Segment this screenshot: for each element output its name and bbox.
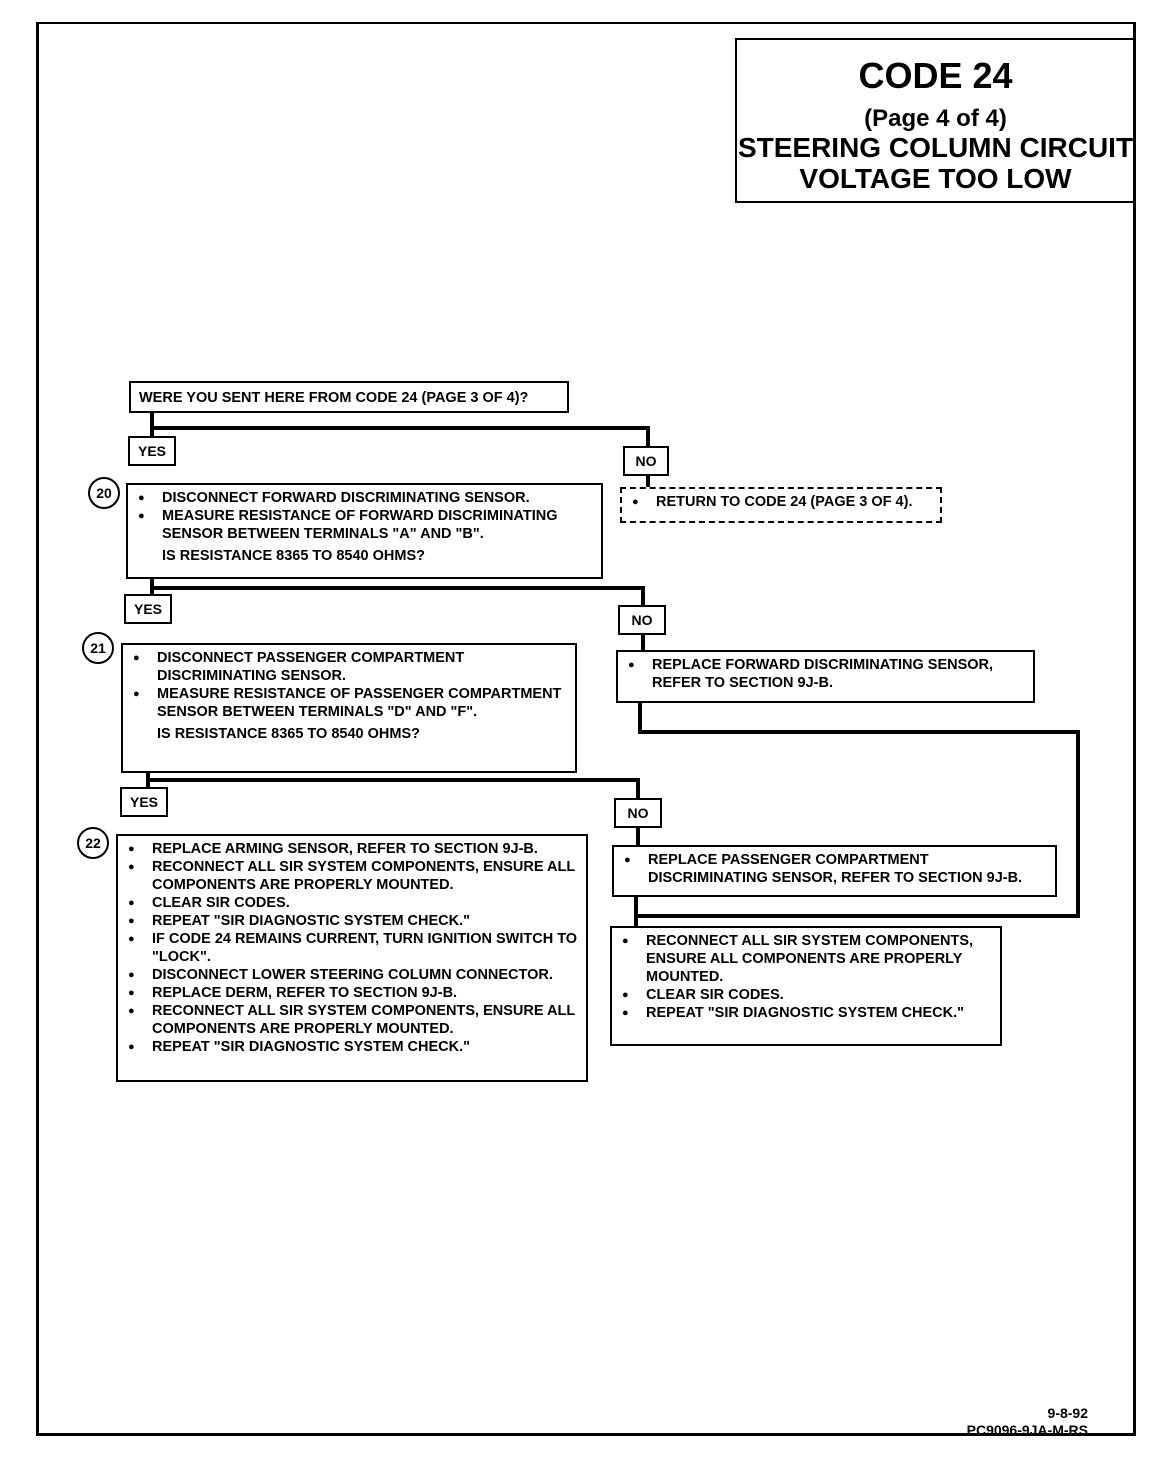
step-20-item: MEASURE RESISTANCE OF FORWARD DISCRIMINA… [138,507,595,543]
return-box: RETURN TO CODE 24 (PAGE 3 OF 4). [620,487,942,523]
footer: 9-8-92 PC9096-9JA-M-RS [967,1405,1088,1439]
footer-doc-id: PC9096-9JA-M-RS [966,1422,1088,1438]
entry-question-text: WERE YOU SENT HERE FROM CODE 24 (PAGE 3 … [139,390,529,406]
replace-forward-box: REPLACE FORWARD DISCRIMINATING SENSOR, R… [616,650,1035,703]
step-number-22: 22 [77,827,109,859]
step-20-item: DISCONNECT FORWARD DISCRIMINATING SENSOR… [138,489,595,507]
connector-question-no [150,412,650,446]
step-number-21: 21 [82,632,114,664]
step-22-item: REPLACE ARMING SENSOR, REFER TO SECTION … [128,840,580,858]
step-number-20: 20 [88,477,120,509]
page-frame [36,22,1136,1436]
replace-passenger-box: REPLACE PASSENGER COMPARTMENT DISCRIMINA… [612,845,1057,897]
replace-forward-item: REPLACE FORWARD DISCRIMINATING SENSOR, R… [628,656,1027,692]
yes-label-3: YES [120,787,168,817]
step-22-item: RECONNECT ALL SIR SYSTEM COMPONENTS, ENS… [128,1002,580,1038]
final-item: RECONNECT ALL SIR SYSTEM COMPONENTS, ENS… [622,932,994,986]
step-22-box: REPLACE ARMING SENSOR, REFER TO SECTION … [116,834,588,1082]
no-label-3: NO [614,798,662,828]
step-21-item: DISCONNECT PASSENGER COMPARTMENT DISCRIM… [133,649,569,685]
step-20-question: IS RESISTANCE 8365 TO 8540 OHMS? [162,548,425,564]
footer-date: 9-8-92 [1047,1405,1088,1421]
final-steps-box: RECONNECT ALL SIR SYSTEM COMPONENTS, ENS… [610,926,1002,1046]
code-title: CODE 24 [858,55,1013,96]
step-21-item: MEASURE RESISTANCE OF PASSENGER COMPARTM… [133,685,569,721]
step-22-item: RECONNECT ALL SIR SYSTEM COMPONENTS, ENS… [128,858,580,894]
title-block: CODE 24 (Page 4 of 4) STEERING COLUMN CI… [735,38,1136,203]
final-item: CLEAR SIR CODES. [622,986,994,1004]
step-22-item: DISCONNECT LOWER STEERING COLUMN CONNECT… [128,966,580,984]
title-line-2: VOLTAGE TOO LOW [799,163,1072,194]
no-label-1: NO [623,446,669,476]
step-22-item: IF CODE 24 REMAINS CURRENT, TURN IGNITIO… [128,930,580,966]
step-20-box: DISCONNECT FORWARD DISCRIMINATING SENSOR… [126,483,603,579]
yes-label-2: YES [124,594,172,624]
step-22-item: CLEAR SIR CODES. [128,894,580,912]
step-22-item: REPEAT "SIR DIAGNOSTIC SYSTEM CHECK." [128,912,580,930]
entry-question-box: WERE YOU SENT HERE FROM CODE 24 (PAGE 3 … [129,381,569,413]
return-item: RETURN TO CODE 24 (PAGE 3 OF 4). [632,493,934,511]
step-21-question: IS RESISTANCE 8365 TO 8540 OHMS? [157,726,420,742]
page-indicator: (Page 4 of 4) [864,105,1007,132]
no-label-2: NO [618,605,666,635]
title-line-1: STEERING COLUMN CIRCUIT [737,132,1134,163]
final-item: REPEAT "SIR DIAGNOSTIC SYSTEM CHECK." [622,1004,994,1022]
connector-20-no [150,570,645,605]
step-21-box: DISCONNECT PASSENGER COMPARTMENT DISCRIM… [121,643,577,773]
connector-forward-to-final [636,703,1080,918]
step-22-item: REPLACE DERM, REFER TO SECTION 9J-B. [128,984,580,1002]
step-22-item: REPEAT "SIR DIAGNOSTIC SYSTEM CHECK." [128,1038,580,1056]
replace-passenger-item: REPLACE PASSENGER COMPARTMENT DISCRIMINA… [624,851,1049,887]
yes-label-1: YES [128,436,176,466]
